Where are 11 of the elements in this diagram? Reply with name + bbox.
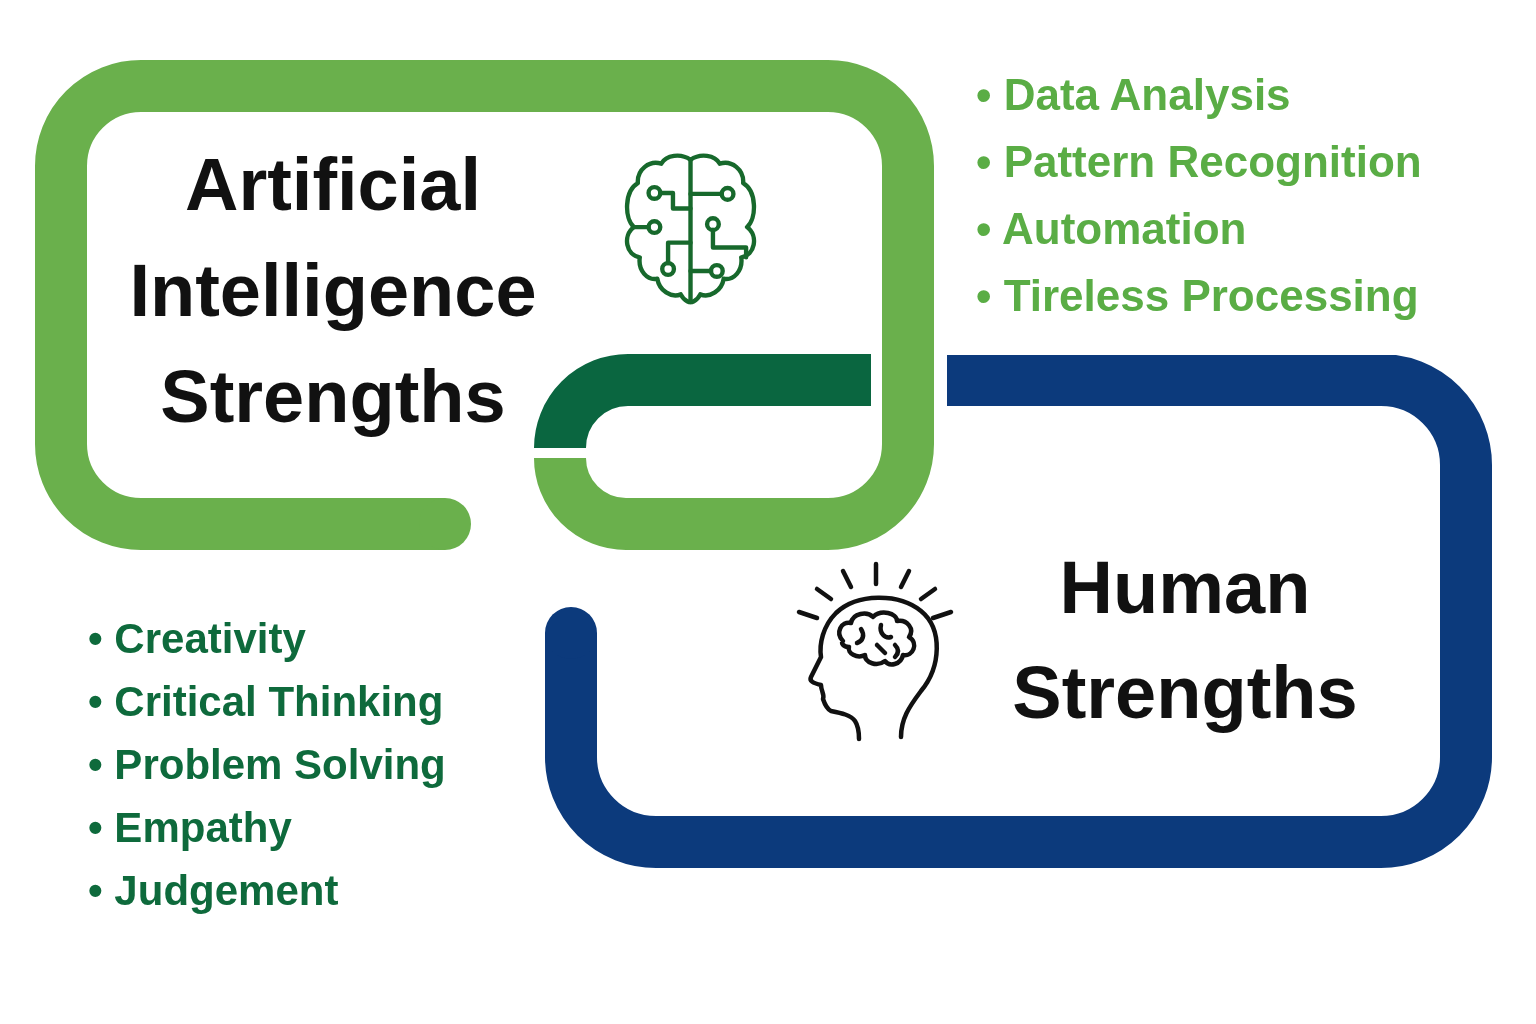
list-item: • Tireless Processing xyxy=(976,270,1419,322)
link-title: Artificial Intelligence Strengths xyxy=(128,142,538,440)
list-item: • Critical Thinking xyxy=(88,677,444,727)
list-item: • Problem Solving xyxy=(88,740,446,790)
list-item: • Pattern Recognition xyxy=(976,136,1422,188)
list-item: • Empathy xyxy=(88,803,292,853)
list-item: • Data Analysis xyxy=(976,69,1291,121)
list-item: • Creativity xyxy=(88,614,306,664)
link-title: Human Strengths xyxy=(1011,545,1359,736)
list-item: • Judgement xyxy=(88,866,339,916)
list-item: • Automation xyxy=(976,203,1247,255)
